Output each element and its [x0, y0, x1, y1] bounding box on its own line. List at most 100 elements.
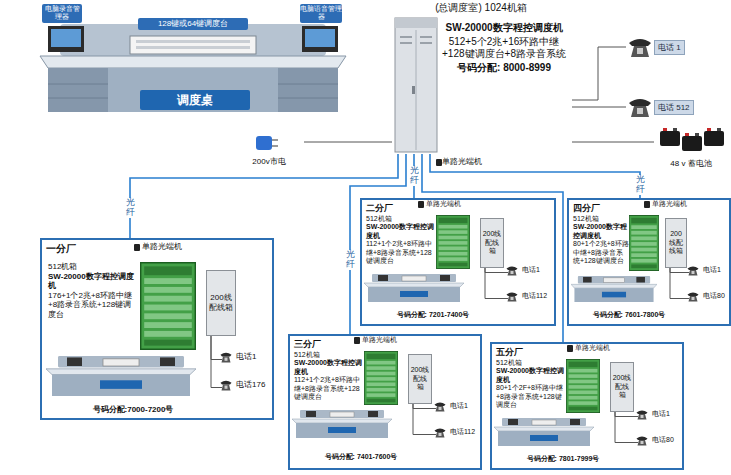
distribution-label: 200线配线箱 — [482, 230, 502, 255]
phone: 电话1 — [508, 266, 554, 279]
model-name: SW-20000数字程控调度机 — [573, 223, 629, 240]
text-slot: 512机箱SW-20000数字程控调度机112+1个2兆+8环路中继+8路录音系… — [366, 215, 436, 265]
phone: 电话1 — [689, 266, 729, 279]
wire — [485, 268, 508, 273]
text-slot: 512机箱SW-20000数字程控调度机80+1个2F+8环路中继+8路录音系统… — [496, 359, 566, 409]
text-slot: 一分厂 — [46, 242, 116, 256]
cabinet-size: 512机箱 — [48, 262, 138, 272]
text-slot: 号码分配:7000-7200号 — [48, 404, 218, 415]
wire — [304, 142, 392, 143]
phone-label: 电话112 — [522, 292, 554, 300]
text-slot: SW-20000数字程控调度机 512+5个2兆+16环路中继+128键调度台+8… — [442, 22, 566, 74]
model-name: SW-20000数字程控调度机 — [496, 367, 566, 384]
phone-label: 电话 512 — [654, 100, 694, 115]
text-slot: 单路光端机 — [426, 200, 461, 208]
text-slot: 电话 1 — [654, 40, 685, 55]
phone: 电话 512 — [626, 94, 706, 120]
distribution-box: 200线配线箱 — [206, 270, 236, 336]
branch-box: 三分厂号码分配: 7401-7600号 512机箱SW-20000数字程控调度机1… — [288, 334, 482, 470]
branch-box: 四分厂号码分配: 7601-7800号 512机箱SW-20000数字程控调度机8… — [567, 198, 731, 326]
distribution-label: 200线配线箱 — [410, 366, 430, 391]
phone: 电话80 — [638, 436, 682, 449]
wire — [572, 142, 654, 143]
text-slot: 二分厂 — [366, 202, 436, 215]
config-text: 112+1个2兆+8环路中继+8路录音系统+128键调度台 — [294, 376, 364, 401]
text-slot: 调度桌 — [140, 92, 250, 108]
text-slot: 单路光端机 — [142, 242, 182, 252]
number-range: 号码分配: 7401-7600号 — [294, 452, 428, 462]
branch-box: 一分厂号码分配:7000-7200号 512机箱SW-20000数字程控调度机17… — [40, 238, 274, 420]
wire — [485, 268, 508, 299]
text-slot: 号码分配: 7601-7800号 — [573, 310, 685, 320]
text-slot: 单路光端机 — [652, 200, 687, 208]
distribution-box: 200线配线箱 — [610, 362, 634, 412]
main-switch: (总调度室) 1024机箱SW-20000数字程控调度机512+5个2兆+16环… — [392, 2, 572, 154]
text-slot: 电话 512 — [654, 100, 694, 115]
distribution-box: 200线配线箱 — [408, 354, 432, 404]
config-text: 80+1个2F+8环路中继+8路录音系统+128键调度台 — [496, 384, 566, 409]
distribution-box: 200线配线箱 — [480, 218, 504, 268]
phone-label: 电话1 — [703, 266, 729, 274]
device-label: 单路光端机 — [142, 242, 182, 252]
cabinet-size: 512机箱 — [496, 359, 566, 367]
branch-title: 四分厂 — [573, 202, 643, 215]
number-range: 号码分配: 7801-7999号 — [496, 454, 630, 464]
phone-label: 电话80 — [703, 292, 729, 300]
config-text: 112+1个2兆+8环路中继+8路录音系统+128键调度台 — [366, 240, 436, 265]
phone: 电话1 — [436, 402, 480, 415]
config-text: 512+5个2兆+16环路中继+128键调度台+8路录音系统 — [442, 36, 566, 60]
monitor-tag: 电脑录音管理器 — [42, 4, 82, 23]
text-slot: 单路光端机 — [442, 157, 482, 167]
text-slot: 号码分配: 7401-7600号 — [294, 452, 428, 462]
cabinet-size: 512机箱 — [294, 351, 364, 359]
dispatch-desk: 电脑录音管理器 128键或64键调度台 电脑语音管理器调度桌 — [38, 2, 348, 122]
text-slot: 光纤 — [410, 166, 419, 186]
branch-box: 五分厂号码分配: 7801-7999号 512机箱SW-20000数字程控调度机8… — [490, 342, 684, 470]
device-label: 单路光端机 — [652, 200, 687, 208]
config-text: 80+1个2兆+8环路中继+8路录音系统+128键调度台 — [573, 240, 629, 265]
model-name: SW-20000数字程控调度机 — [366, 223, 436, 240]
branch-title: 二分厂 — [366, 202, 436, 215]
branch-title: 三分厂 — [294, 338, 364, 351]
text-slot: 五分厂 — [496, 346, 566, 359]
number-range: 号码分配: 7201-7400号 — [366, 310, 500, 320]
text-slot: 光纤 — [636, 175, 645, 195]
text-slot: 光纤 — [126, 198, 135, 218]
text-slot: 号码分配: 7801-7999号 — [496, 454, 630, 464]
text-slot: 单路光端机 — [575, 344, 610, 352]
number-range: 号码分配: 7601-7800号 — [573, 310, 685, 320]
branch-title: 五分厂 — [496, 346, 566, 359]
wire — [615, 412, 638, 443]
text-slot: 128键或64键调度台 — [138, 18, 248, 30]
model-name: SW-20000数字程控调度机 — [442, 22, 566, 34]
phone-label: 电话80 — [652, 436, 682, 444]
phone-label: 电话 1 — [654, 40, 685, 55]
number-range: 号码分配:7000-7200号 — [48, 404, 218, 415]
wire — [413, 404, 436, 409]
branch-box: 二分厂号码分配: 7201-7400号 512机箱SW-20000数字程控调度机1… — [360, 198, 556, 326]
console-tag: 128键或64键调度台 — [138, 18, 248, 30]
switch-cabinet: 512机箱SW-20000数字程控调度机80+1个2兆+8环路中继+8路录音系统… — [573, 215, 665, 275]
model-name: SW-20000数字程控调度机 — [294, 359, 364, 376]
text-slot: 电脑录音管理器 — [42, 4, 82, 23]
number-range: 号码分配: 8000-8999 — [442, 62, 566, 74]
device-label: 单路光端机 — [575, 344, 610, 352]
phone-label: 电话1 — [236, 352, 272, 362]
config-text: 176+1个2兆+8环路中继+8路录音系统+128键调度台 — [48, 291, 138, 320]
text-slot: 48 v 蓄电池 — [654, 158, 728, 169]
text-slot: 512机箱SW-20000数字程控调度机80+1个2兆+8环路中继+8路录音系统… — [573, 215, 629, 265]
phone: 电话112 — [436, 428, 480, 441]
battery: 48 v 蓄电池 — [654, 128, 730, 172]
distribution-box: 200线配线箱 — [665, 218, 687, 268]
text-slot: 单路光端机 — [362, 336, 397, 344]
model-name: SW-20000数字程控调度机 — [48, 272, 138, 291]
text-slot: 号码分配: 7201-7400号 — [366, 310, 500, 320]
distribution-label: 200线配线箱 — [667, 230, 685, 255]
text-slot: 四分厂 — [573, 202, 643, 215]
fiber-line — [130, 154, 398, 238]
switch-cabinet: 512机箱SW-20000数字程控调度机112+1个2兆+8环路中继+8路录音系… — [366, 215, 476, 273]
monitor-tag: 电脑语音管理器 — [300, 4, 342, 23]
